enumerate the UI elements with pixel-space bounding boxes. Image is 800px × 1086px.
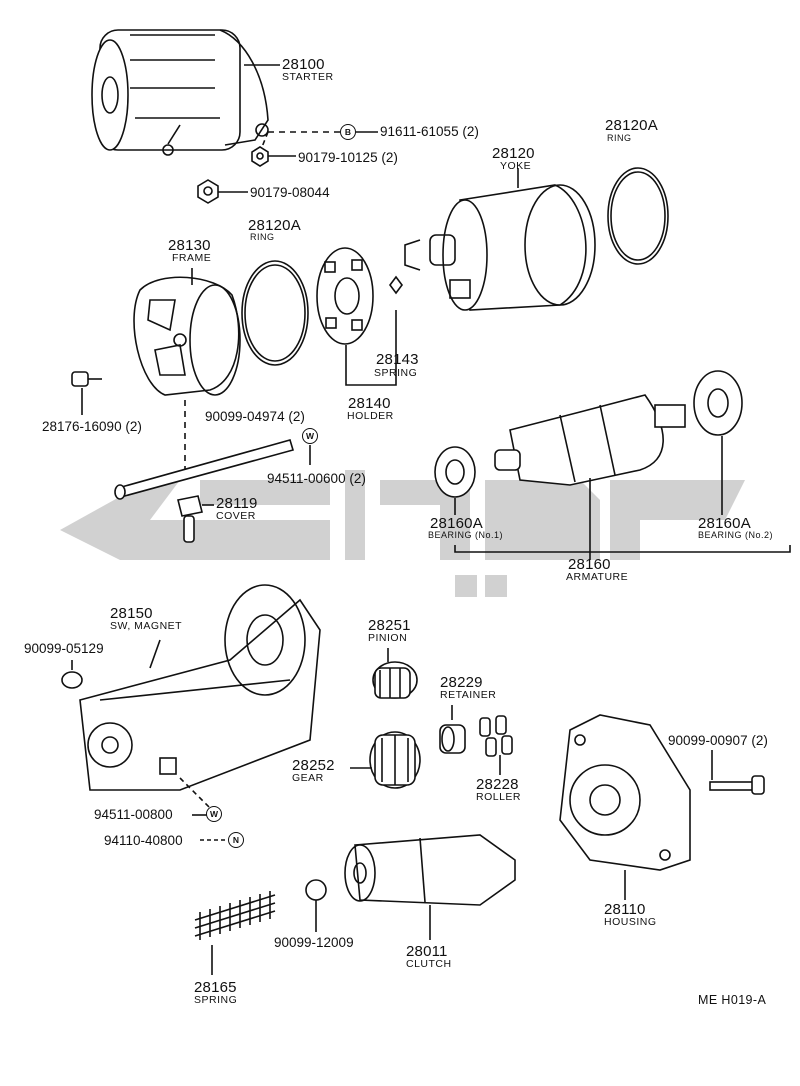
part-number-28252: 28252 <box>292 757 335 774</box>
part-number-28150: 28150 <box>110 605 153 622</box>
rollers <box>479 715 513 757</box>
code-28176: 28176-16090 (2) <box>42 419 142 434</box>
part-name-sw-magnet: SW, MAGNET <box>110 620 183 632</box>
part-number-28160a-no1: 28160A <box>430 515 483 532</box>
part-number-28120: 28120 <box>492 145 535 162</box>
part-name-roller: ROLLER <box>476 791 522 803</box>
spring-28143 <box>389 275 403 295</box>
part-name-ring-top: RING <box>607 133 632 143</box>
part-number-28251: 28251 <box>368 617 411 634</box>
part-number-28228: 28228 <box>476 776 519 793</box>
part-number-28229: 28229 <box>440 674 483 691</box>
code-94110: 94110-40800 <box>104 833 183 848</box>
ring-28120a-mid <box>241 260 309 366</box>
part-name-armature: ARMATURE <box>566 571 629 583</box>
part-number-28140: 28140 <box>348 395 391 412</box>
leader-90179a <box>259 131 269 153</box>
code-90179-10125: 90179-10125 (2) <box>298 150 398 165</box>
part-number-28160: 28160 <box>568 556 611 573</box>
part-number-28011: 28011 <box>406 943 448 960</box>
yoke <box>404 184 596 311</box>
part-name-retainer: RETAINER <box>440 689 497 701</box>
bearing-no2 <box>693 370 743 436</box>
part-number-28160a-no2: 28160A <box>698 515 751 532</box>
part-name-bearing-no1: BEARING (No.1) <box>428 530 504 540</box>
screw-28176 <box>71 371 102 387</box>
badge-w2-icon: W <box>206 806 222 822</box>
bolt-90099-00907 <box>709 775 765 795</box>
code-90099-12009: 90099-12009 <box>274 935 354 950</box>
code-90099-00907: 90099-00907 (2) <box>668 733 768 748</box>
part-name-holder: HOLDER <box>347 410 394 422</box>
part-name-bearing-no2: BEARING (No.2) <box>698 530 774 540</box>
nut-90179-10125 <box>251 146 269 167</box>
badge-w-icon: W <box>302 428 318 444</box>
magnet-switch <box>79 584 321 791</box>
part-name-yoke: YOKE <box>500 160 532 172</box>
through-bolt <box>114 439 295 500</box>
watermark-logo <box>60 470 745 597</box>
cover-cap <box>177 495 203 543</box>
part-name-cover: COVER <box>216 510 256 522</box>
part-number-28120a-top: 28120A <box>605 117 658 134</box>
part-number-28130: 28130 <box>168 237 211 254</box>
armature <box>494 394 686 486</box>
part-number-28119: 28119 <box>216 495 258 512</box>
code-90099-04974: 90099-04974 (2) <box>205 409 305 424</box>
part-name-pinion: PINION <box>368 632 408 644</box>
part-number-28110: 28110 <box>604 901 646 918</box>
frame <box>133 276 241 396</box>
retainer <box>439 724 466 754</box>
part-name-spring-28143: SPRING <box>374 367 418 379</box>
overrunning-clutch <box>344 834 516 906</box>
diagram-reference-code: ME H019-A <box>698 993 767 1007</box>
code-94511-00800: 94511-00800 <box>94 807 173 822</box>
part-name-frame: FRAME <box>172 252 212 264</box>
pinion-gear <box>372 661 418 699</box>
part-name-spring-28165: SPRING <box>194 994 238 1006</box>
part-number-28120a-mid: 28120A <box>248 217 301 234</box>
idler-gear <box>369 731 421 789</box>
steel-ball <box>305 879 327 901</box>
code-90099-05129: 90099-05129 <box>24 641 104 656</box>
ring-28120a-top <box>607 167 669 265</box>
housing <box>559 714 691 871</box>
part-name-ring-mid: RING <box>250 232 275 242</box>
nut-90099-05129 <box>61 671 83 689</box>
nut-90179-08044 <box>197 179 219 204</box>
code-94511-00600: 94511-00600 (2) <box>267 471 366 486</box>
part-name-housing: HOUSING <box>604 916 657 928</box>
part-number-28100: 28100 <box>282 56 325 73</box>
coil-spring <box>194 891 276 940</box>
part-name-gear: GEAR <box>292 772 324 784</box>
part-number-28143: 28143 <box>376 351 419 368</box>
badge-b-icon: B <box>340 124 356 140</box>
code-91611: 91611-61055 (2) <box>380 124 479 139</box>
part-number-28165: 28165 <box>194 979 237 996</box>
part-name-clutch: CLUTCH <box>406 958 452 970</box>
bearing-no1 <box>434 446 476 498</box>
brush-holder <box>316 247 374 345</box>
starter-assembly <box>91 29 269 156</box>
part-name-starter: STARTER <box>282 71 334 83</box>
badge-n-icon: N <box>228 832 244 848</box>
code-90179-08044: 90179-08044 <box>250 185 330 200</box>
